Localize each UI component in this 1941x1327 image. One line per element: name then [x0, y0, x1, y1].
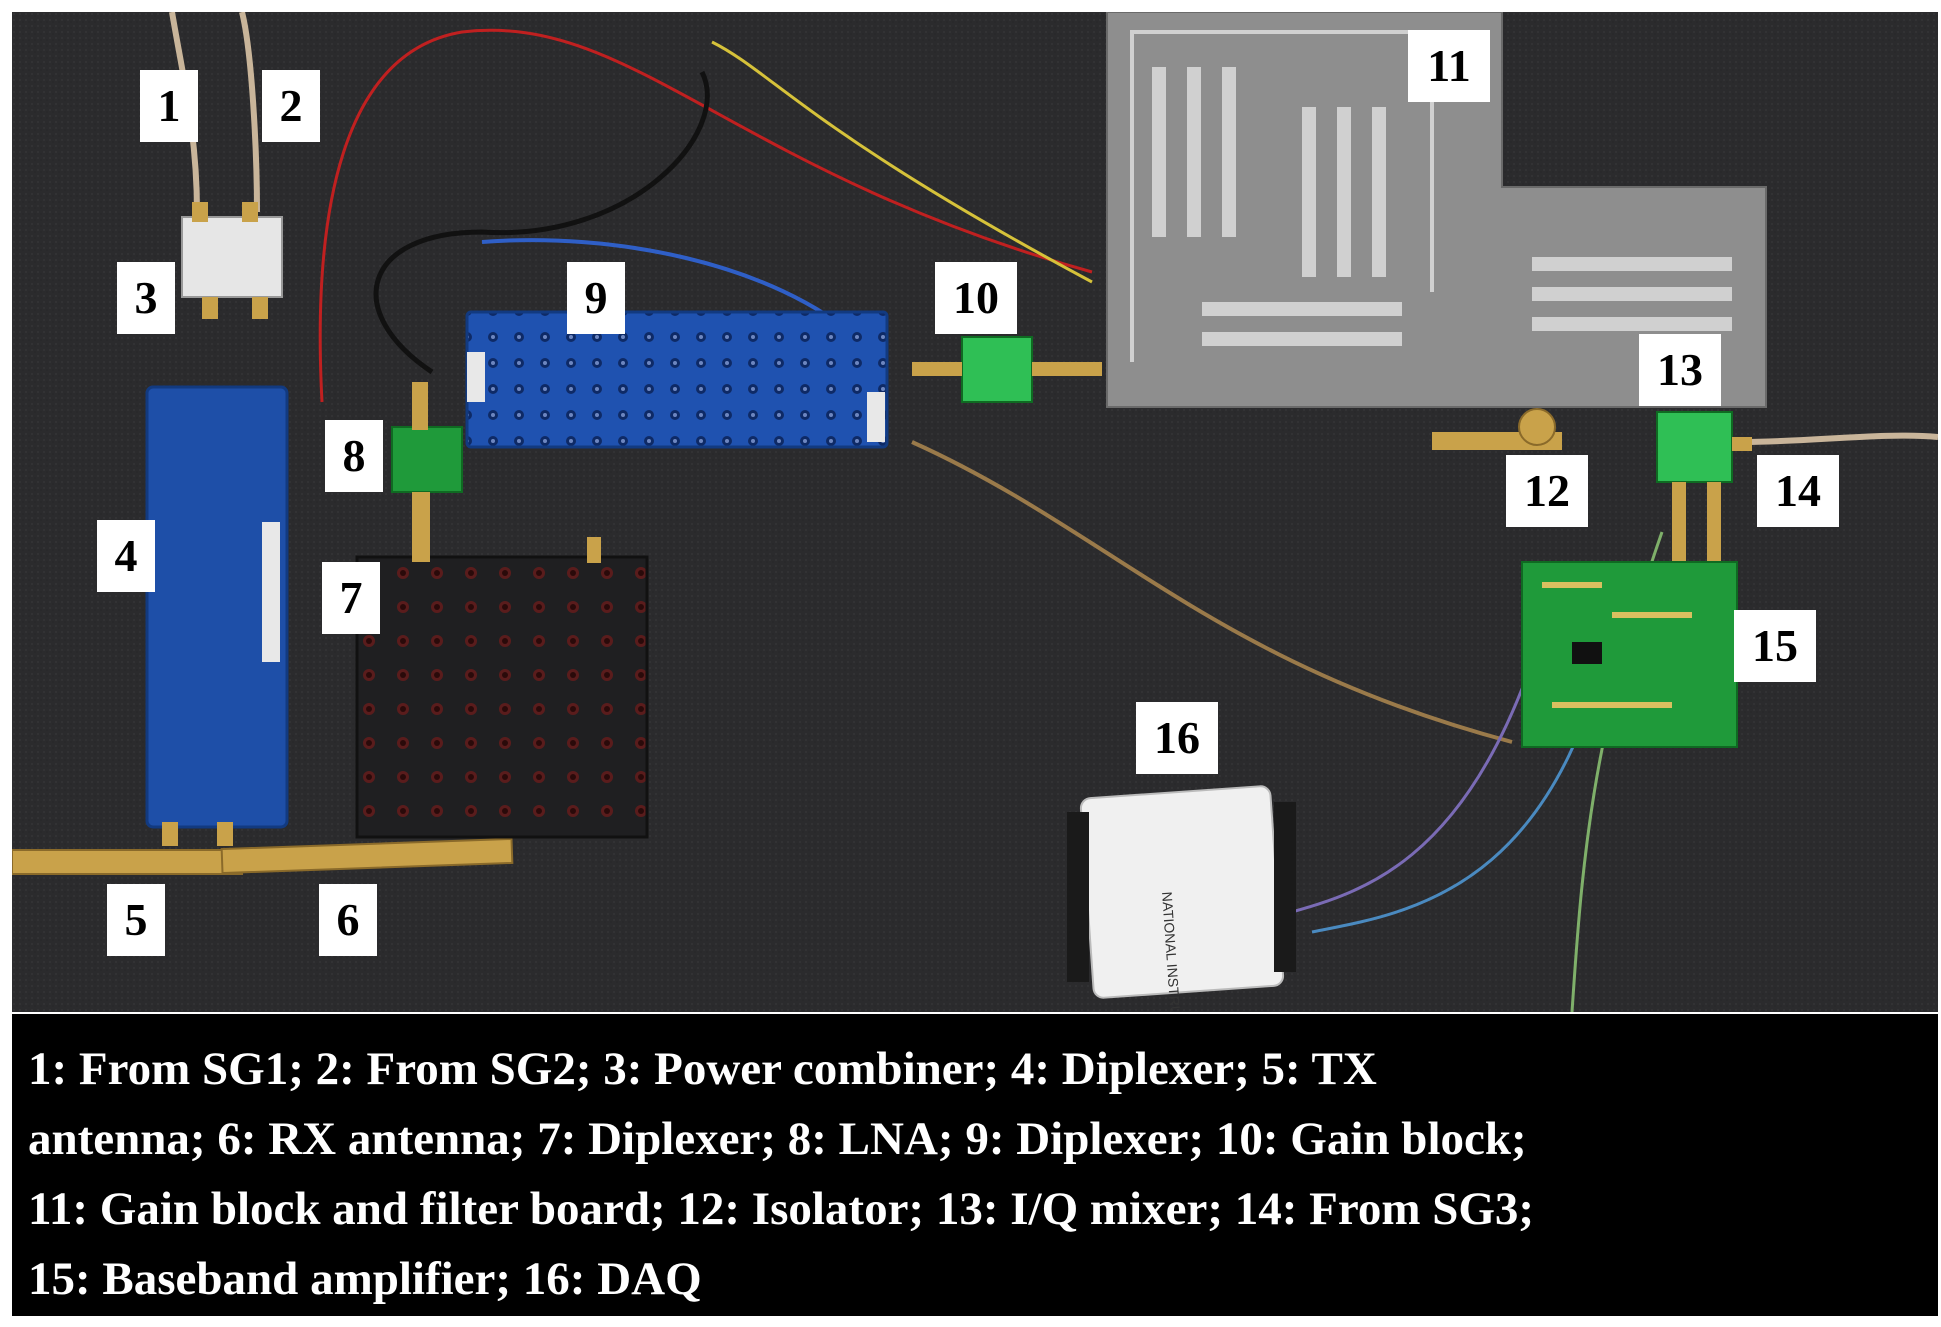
label-2: 2 [262, 70, 320, 142]
hardware-photo: NATIONAL INSTRUMENTS 1 2 3 4 5 6 7 8 9 1… [12, 12, 1938, 1012]
iq-mixer [1656, 411, 1733, 483]
baseband-amplifier [1521, 561, 1738, 748]
photo-illustration: NATIONAL INSTRUMENTS [12, 12, 1938, 1012]
label-8: 8 [325, 420, 383, 492]
label-5: 5 [107, 884, 165, 956]
caption-line-4: 15: Baseband amplifier; 16: DAQ [28, 1253, 702, 1305]
diplexer-9 [465, 310, 889, 449]
daq-wires [1291, 661, 1534, 914]
caption-line-1: 1: From SG1; 2: From SG2; 3: Power combi… [28, 1043, 1377, 1095]
power-combiner [181, 216, 283, 298]
caption-line-2: antenna; 6: RX antenna; 7: Diplexer; 8: … [28, 1113, 1527, 1165]
black-cable [373, 70, 710, 375]
sg3-cable [1741, 432, 1938, 445]
label-6: 6 [319, 884, 377, 956]
label-7: 7 [322, 562, 380, 634]
label-3: 3 [117, 262, 175, 334]
yellow-wire [711, 40, 1093, 284]
gain-block-10 [961, 336, 1033, 403]
label-14: 14 [1757, 455, 1839, 527]
red-wire [318, 28, 1093, 403]
cable-sg2 [239, 12, 260, 213]
rx-antenna [220, 837, 514, 875]
diplexer-7 [355, 555, 649, 839]
caption-line-3: 11: Gain block and filter board; 12: Iso… [28, 1183, 1535, 1235]
tan-cable [911, 440, 1513, 744]
label-9: 9 [567, 262, 625, 334]
label-15: 15 [1734, 610, 1816, 682]
figure-caption: 1: From SG1; 2: From SG2; 3: Power combi… [12, 1014, 1938, 1316]
tx-antenna [12, 849, 243, 875]
label-12: 12 [1506, 455, 1588, 527]
label-4: 4 [97, 520, 155, 592]
label-11: 11 [1408, 30, 1490, 102]
daq-device [1079, 785, 1285, 999]
label-10: 10 [935, 262, 1017, 334]
lna-board [391, 426, 463, 493]
label-1: 1 [140, 70, 198, 142]
label-13: 13 [1639, 334, 1721, 406]
label-16: 16 [1136, 702, 1218, 774]
